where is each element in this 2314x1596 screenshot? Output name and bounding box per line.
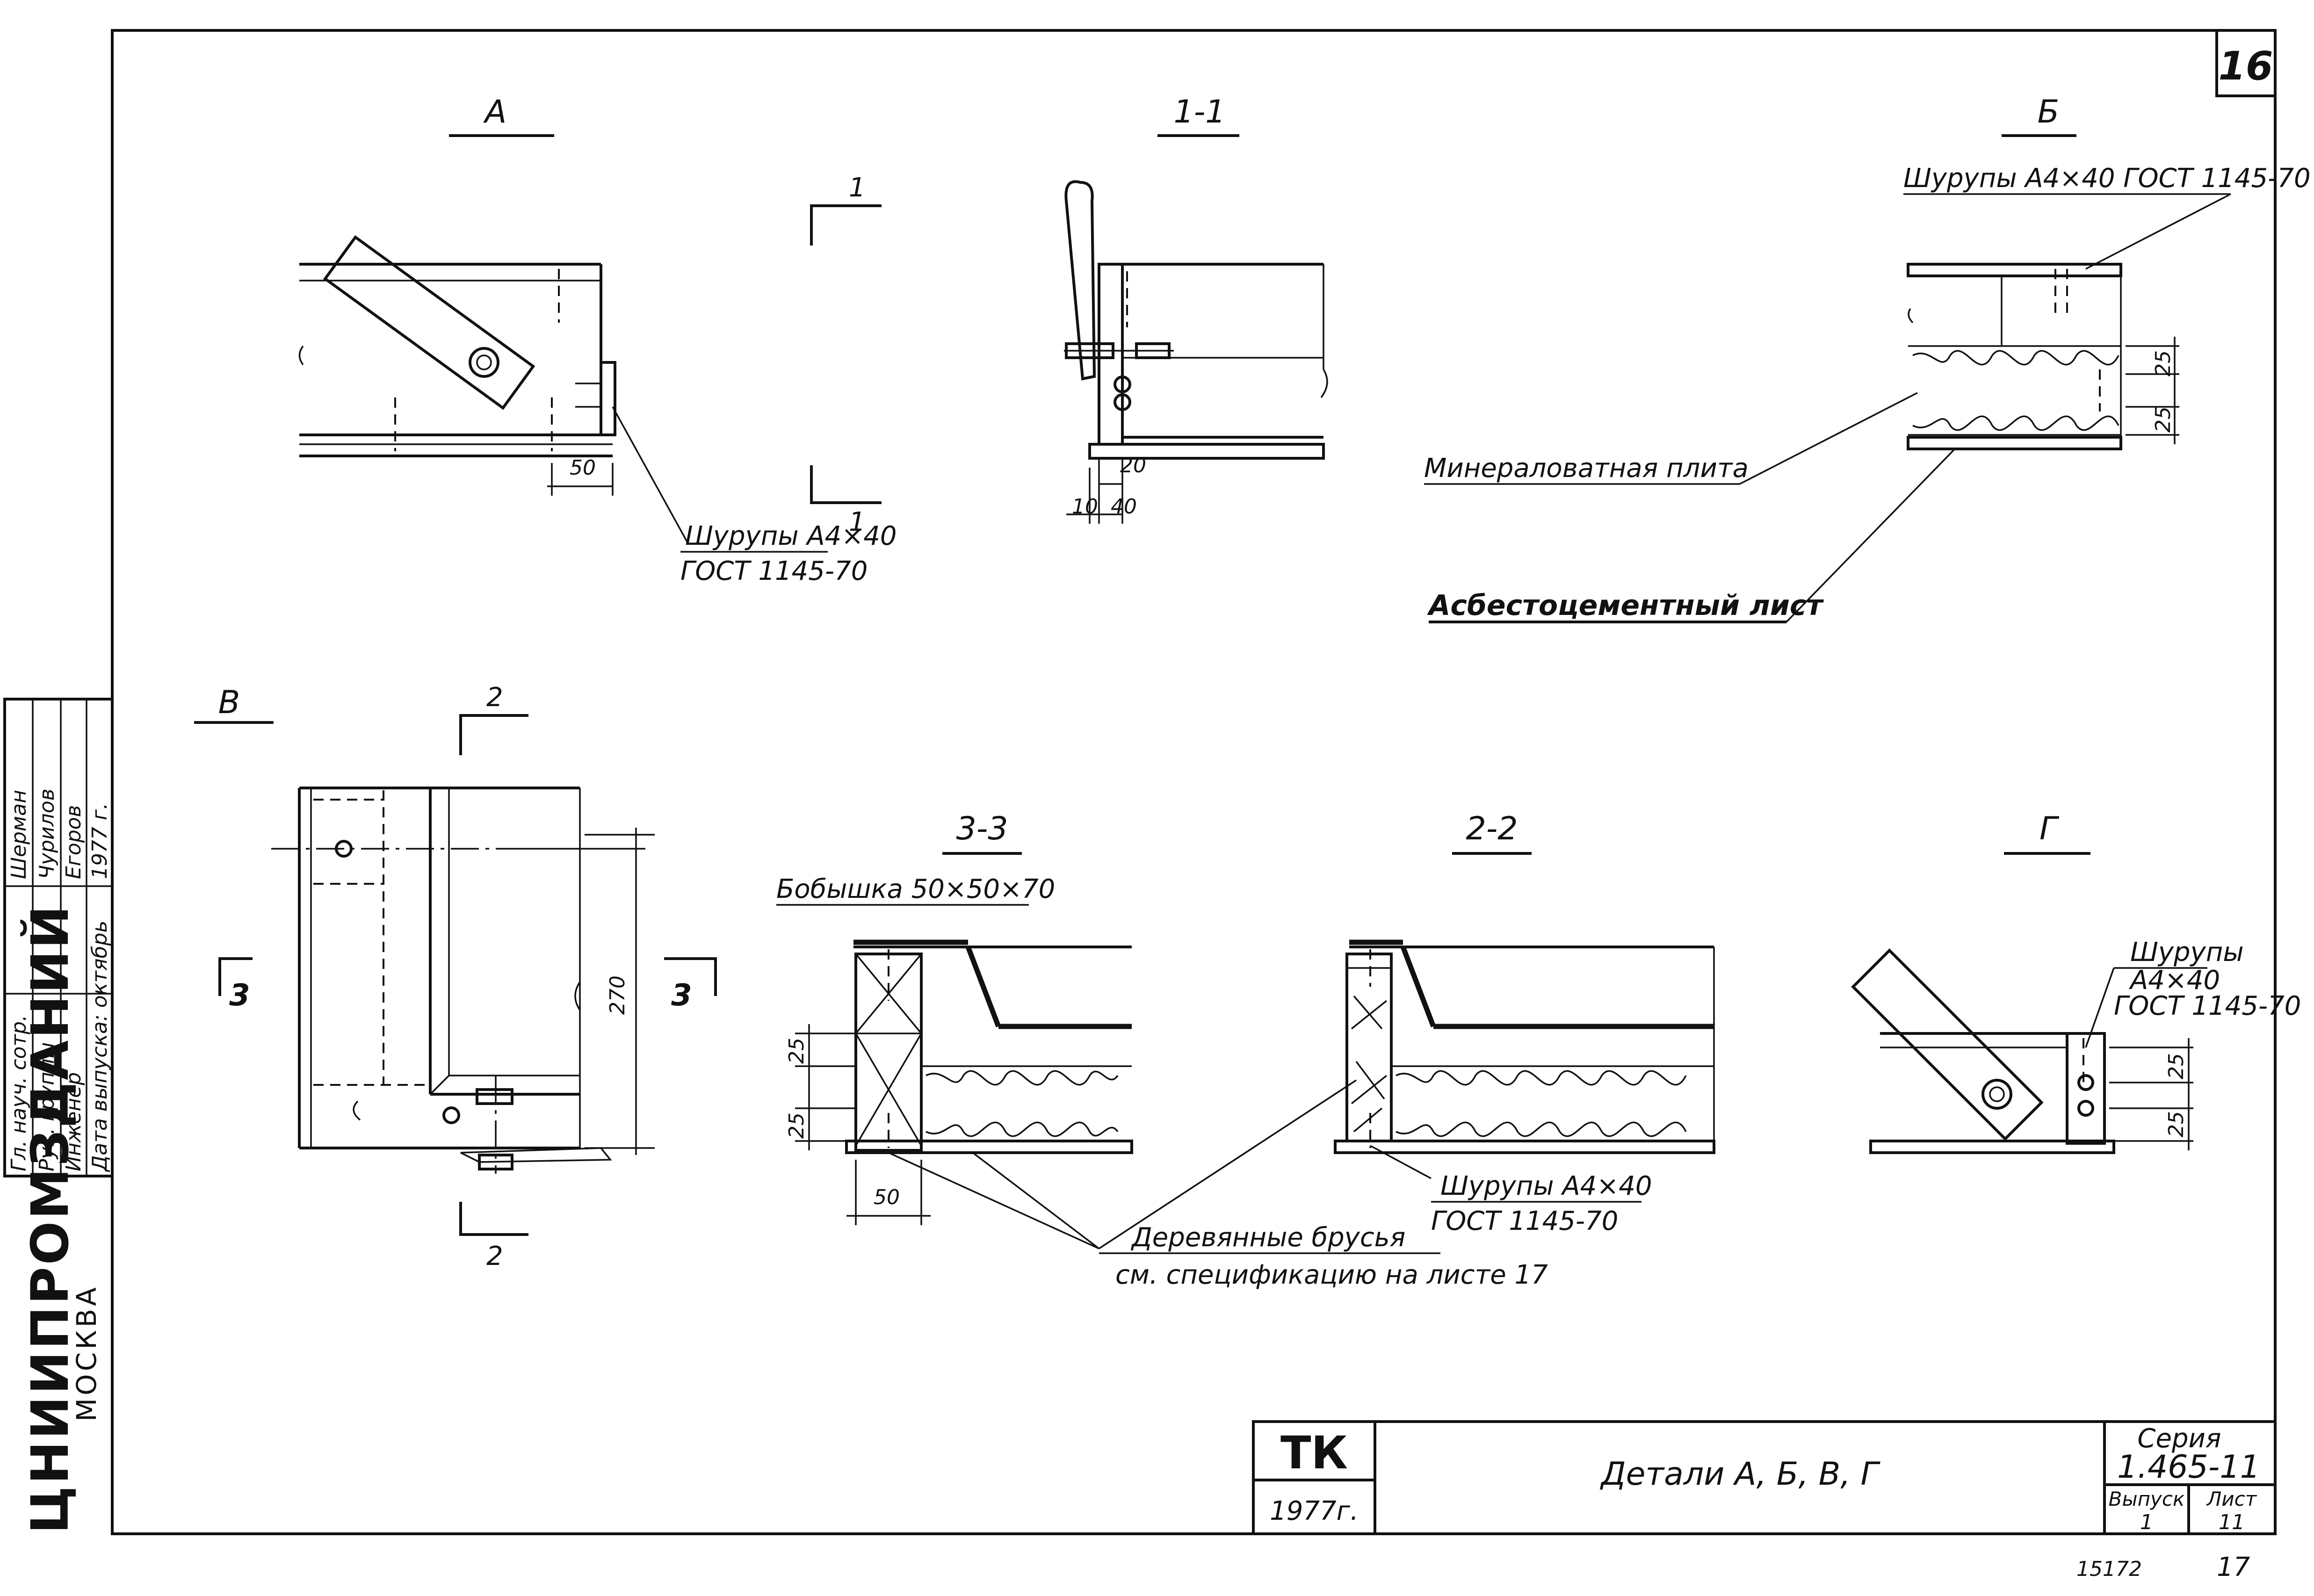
title-block-code: ТК: [1280, 1427, 1348, 1479]
stamp-role-3: Инженер: [62, 1072, 86, 1171]
section-2-2-screw-label-2: ГОСТ 1145-70: [1431, 1206, 1618, 1236]
stamp-role-2: Рук. группы: [35, 1042, 59, 1171]
view-g-screw-label-3: ГОСТ 1145-70: [2114, 991, 2301, 1021]
title-block: ТК 1977г. Детали А, Б, В, Г Серия 1.465-…: [1252, 1420, 2277, 1535]
wooden-beams-label-1: Деревянные брусья: [1130, 1222, 1405, 1253]
view-g-dim-25-top: 25: [2164, 1053, 2188, 1079]
section-1-1-dim-20: 20: [1120, 454, 1146, 477]
asbestos-sheet-label: Асбестоцементный лист: [1427, 589, 1824, 622]
section-1-1-dim-10: 10: [1072, 495, 1098, 519]
footer-page: 17: [2217, 1552, 2250, 1582]
section-1-1-title: 1-1: [1173, 94, 1225, 130]
title-block-title: Детали А, Б, В, Г: [1600, 1456, 1881, 1493]
view-b: Б Шурупы А4×40 ГОСТ 1145-70 25 25 Минера…: [1424, 94, 2311, 623]
boss-label: Бобышка 50×50×70: [776, 874, 1055, 904]
section-3-3-title: 3-3: [956, 810, 1008, 847]
view-b-title: Б: [2038, 94, 2060, 130]
stamp-sign-1: Шерман: [7, 790, 31, 879]
section-2-2-title: 2-2: [1466, 810, 1518, 847]
stamp-release-year: 1977 г.: [88, 803, 112, 879]
section-2-2: 2-2 Шурупы А4×40 ГОСТ 1145-70: [1334, 810, 1715, 1236]
view-g-dim-25-bottom: 25: [2164, 1111, 2188, 1137]
view-v: В 2 2 3 3 270: [194, 682, 717, 1271]
view-v-mark-2-top: 2: [486, 682, 503, 713]
sheet-number-box: [2215, 29, 2277, 97]
view-v-mark-3-right: 3: [671, 978, 692, 1013]
stamp-sign-3: Егоров: [62, 805, 86, 879]
view-g-title: Г: [2039, 810, 2060, 847]
sheet-frame: [111, 29, 2277, 1535]
view-b-dim-25-top: 25: [2151, 350, 2175, 376]
title-block-series-value: 1.465-11: [2117, 1449, 2260, 1486]
stamp-release-date: Дата выпуска: октябрь: [88, 920, 112, 1172]
section-1-1-dim-40: 40: [1111, 495, 1137, 519]
side-stamp: Гл. науч. сотр. Шерман Рук. группы Чурил…: [3, 698, 114, 1534]
view-a-title: А: [483, 94, 507, 130]
footer-code: 15172: [2076, 1557, 2142, 1581]
view-g-screw-label-1: Шурупы: [2130, 937, 2244, 968]
view-b-screw-label: Шурупы А4×40 ГОСТ 1145-70: [1903, 163, 2311, 194]
wooden-beams-label-2: см. спецификацию на листе 17: [1115, 1260, 1548, 1290]
wooden-beams-note: Деревянные брусья см. спецификацию на ли…: [888, 1079, 1548, 1290]
view-g: Г 25 25 Шурупы А4×40 ГОСТ 1145-70: [1851, 810, 2301, 1154]
view-v-mark-2-bottom: 2: [486, 1241, 503, 1271]
view-a-dim-50: 50: [570, 456, 596, 480]
stamp-sign-2: Чурилов: [35, 788, 59, 879]
title-block-issue-label: Выпуск: [2109, 1488, 2185, 1510]
title-block-sheet-label: Лист: [2206, 1488, 2257, 1510]
title-block-series-label: Серия: [2137, 1423, 2221, 1454]
stamp-organization: ЦНИИПРОМЗДАНИЙ: [20, 904, 80, 1534]
title-block-issue-value: 1: [2140, 1510, 2153, 1534]
view-g-screw-label-2: А4×40: [2129, 965, 2220, 996]
section-3-3: 3-3 Бобышка 50×50×70 25 25 50: [776, 810, 1133, 1225]
view-a-screw-label-2: ГОСТ 1145-70: [680, 556, 868, 586]
stamp-city: МОСКВА: [71, 1285, 102, 1422]
stamp-role-1: Гл. науч. сотр.: [7, 1015, 31, 1171]
section-1-1: 1-1 20 10 40: [1064, 94, 1328, 524]
section-3-3-dim-25-bottom: 25: [785, 1112, 809, 1139]
section-3-3-dim-50: 50: [874, 1185, 900, 1209]
mineral-wool-label: Минераловатная плита: [1424, 453, 1749, 484]
view-a-screw-label-1: Шурупы А4×40: [685, 521, 897, 551]
view-b-dim-25-bottom: 25: [2151, 406, 2175, 433]
view-v-mark-3-left: 3: [229, 978, 250, 1013]
view-a: А 50 Шурупы А4×40 ГОСТ 1145-70: [298, 94, 897, 586]
sheet-number: 16: [2219, 43, 2273, 89]
section-3-3-dim-25-top: 25: [785, 1038, 809, 1064]
view-v-title: В: [218, 684, 240, 721]
title-block-year: 1977г.: [1270, 1496, 1359, 1526]
section-1-mark-bottom: 1: [849, 507, 866, 537]
section-1-mark-top: 1: [849, 173, 866, 203]
view-v-dim-270: 270: [606, 975, 629, 1015]
section-2-2-screw-label-1: Шурупы А4×40: [1440, 1171, 1652, 1201]
title-block-sheet-value: 11: [2219, 1510, 2245, 1534]
section-marks-1: 1 1: [810, 173, 882, 537]
